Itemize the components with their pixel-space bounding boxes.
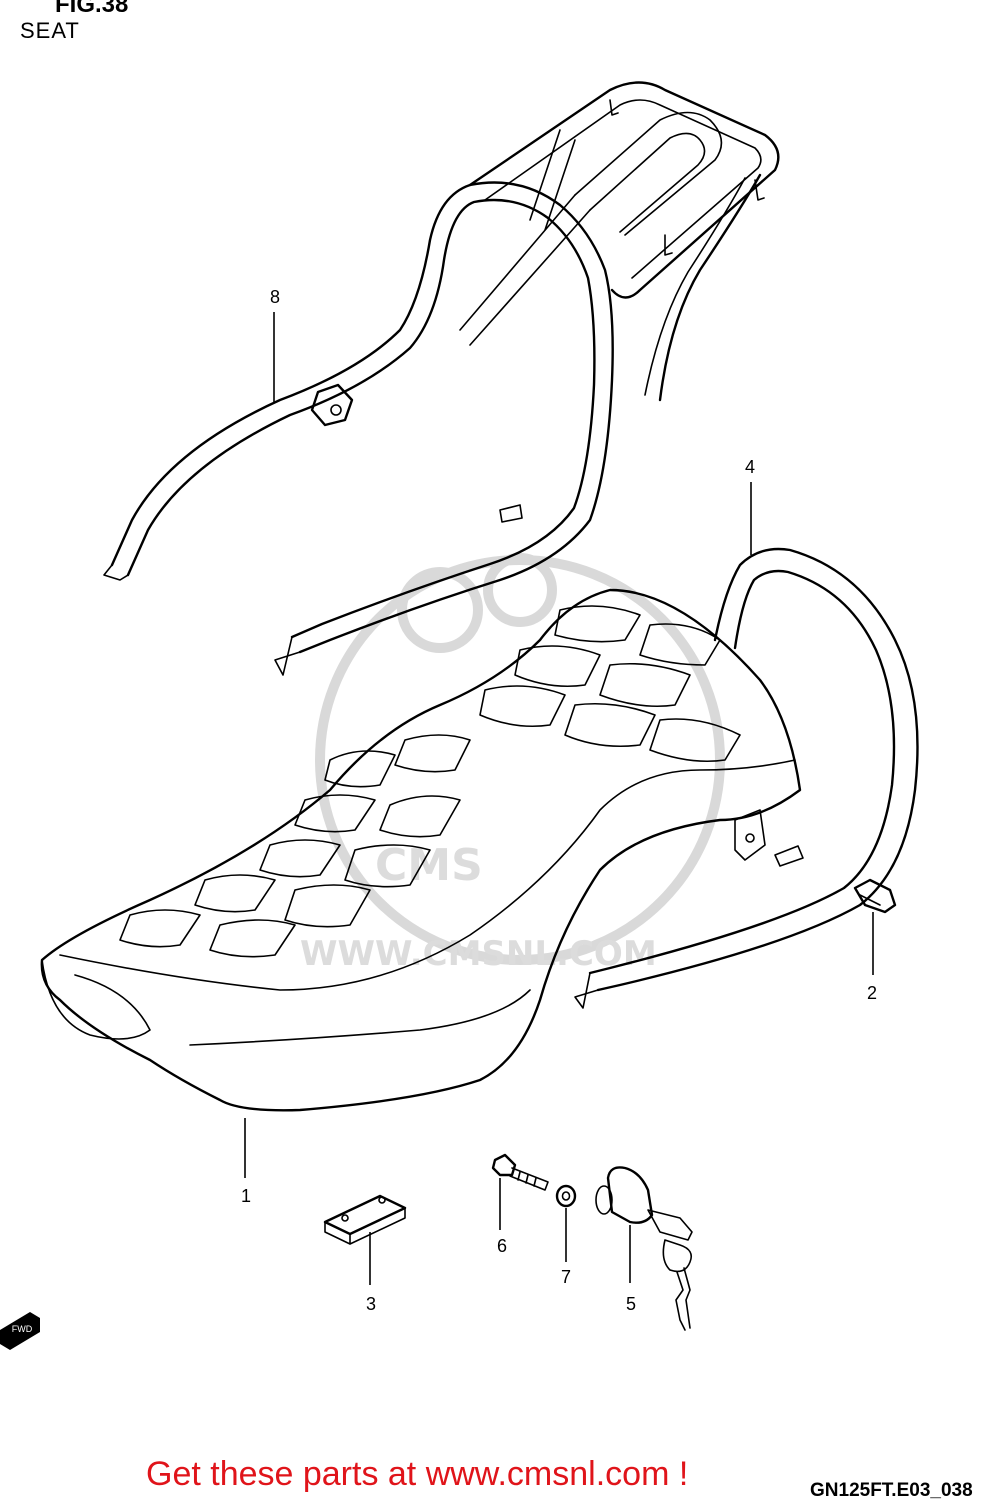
washer <box>555 1184 577 1208</box>
callout-3: 3 <box>366 1294 376 1314</box>
figure-title: FIG.38 <box>55 0 129 18</box>
bolt-long <box>491 1153 549 1191</box>
plate <box>323 1194 407 1245</box>
watermark-url: WWW.CMSNL.COM <box>300 934 657 974</box>
seat-lock <box>595 1166 693 1331</box>
grab-bar <box>574 547 919 1009</box>
callout-6: 6 <box>497 1236 507 1256</box>
callout-4: 4 <box>745 457 755 477</box>
callout-5: 5 <box>626 1294 636 1314</box>
seat <box>40 588 802 1112</box>
callout-2: 2 <box>867 983 877 1003</box>
drawing-code: GN125FT.E03_038 <box>810 1480 973 1501</box>
callout-7: 7 <box>561 1267 571 1287</box>
get-parts-link[interactable]: Get these parts at www.cmsnl.com ! <box>146 1455 689 1493</box>
watermark-logo: CMS WWW.CMSNL.COM <box>300 553 725 974</box>
watermark-text: CMS <box>375 840 483 891</box>
callout-1: 1 <box>241 1186 251 1206</box>
carrier-rack <box>103 81 780 676</box>
fwd-label: FWD <box>12 1324 33 1334</box>
fwd-arrow-icon: FWD <box>0 1312 40 1350</box>
bolt <box>853 878 897 914</box>
callout-8: 8 <box>270 287 280 307</box>
figure-subtitle: SEAT <box>20 18 80 43</box>
